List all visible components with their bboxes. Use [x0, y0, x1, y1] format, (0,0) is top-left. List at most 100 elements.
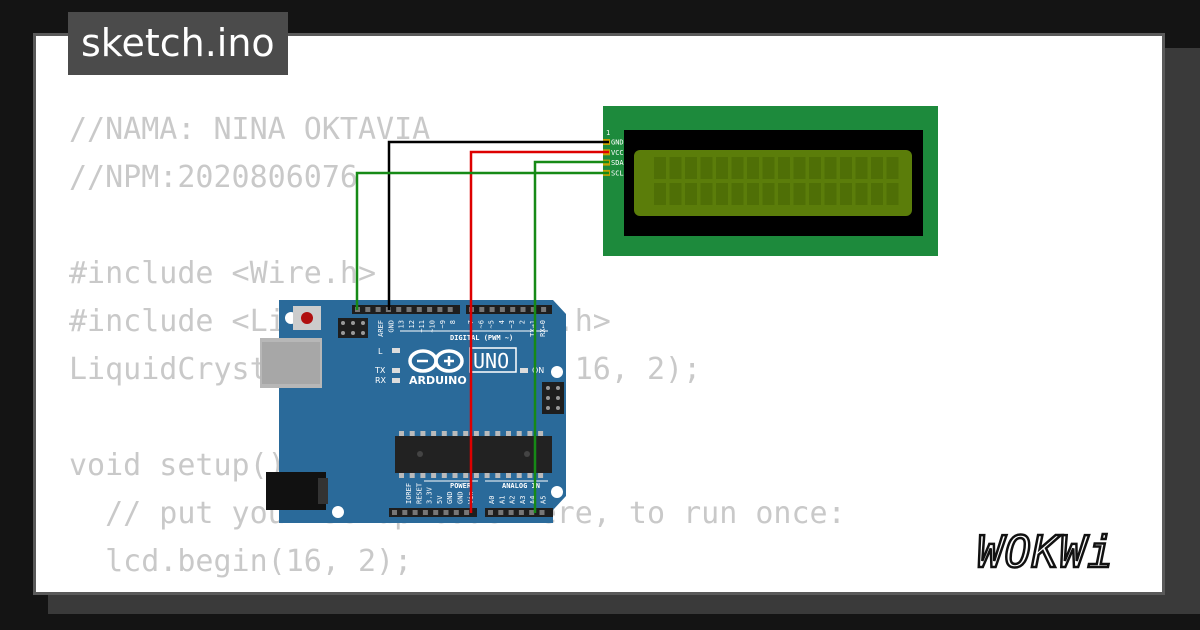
pin-label: GND	[457, 491, 465, 504]
chip-pin	[527, 473, 533, 478]
header-hole[interactable]	[443, 510, 449, 515]
digital-section-label: DIGITAL (PWM ~)	[450, 334, 513, 342]
pin-label: 2	[519, 320, 527, 324]
file-tab[interactable]: sketch.ino	[68, 12, 288, 75]
pin-label: ~10	[429, 320, 437, 333]
header-hole[interactable]	[488, 510, 493, 515]
header-hole[interactable]	[375, 307, 381, 312]
header-hole[interactable]	[530, 307, 536, 312]
chip-pins	[399, 431, 544, 478]
header-hole[interactable]	[464, 510, 470, 515]
chip-pin	[409, 431, 415, 436]
lcd-char-cell	[731, 157, 744, 179]
lcd-char-cell	[871, 183, 883, 205]
lcd-pin-label: SDA	[611, 159, 624, 167]
lcd-char-cell	[700, 183, 713, 205]
pin-label: RX←0	[539, 320, 547, 337]
header-hole[interactable]	[479, 307, 485, 312]
header-hole[interactable]	[520, 307, 526, 312]
chip-notch	[417, 451, 423, 457]
mount-hole	[332, 506, 344, 518]
chip-dot	[524, 451, 530, 457]
header-hole[interactable]	[437, 307, 443, 312]
header-hole[interactable]	[518, 510, 524, 515]
chip-pin	[495, 473, 501, 478]
lcd-char-cells	[654, 157, 899, 205]
chip-pin	[441, 473, 447, 478]
chip-pin	[420, 473, 426, 478]
pin-label: A3	[519, 496, 527, 504]
header-hole[interactable]	[416, 307, 422, 312]
chip-pin	[516, 473, 522, 478]
header-hole[interactable]	[365, 307, 371, 312]
header-hole[interactable]	[422, 510, 428, 515]
reset-button-cap	[301, 312, 313, 324]
header-hole[interactable]	[427, 307, 433, 312]
led-l-label: L	[378, 347, 383, 356]
lcd-char-cell	[654, 183, 666, 205]
lcd-char-cell	[669, 157, 682, 179]
chip-pin	[495, 431, 501, 436]
chip-pin	[431, 473, 437, 478]
chip-pin	[538, 431, 544, 436]
lcd-char-cell	[886, 157, 899, 179]
pin-label: A4	[529, 496, 537, 504]
lcd-char-cell	[731, 183, 744, 205]
preview-card: //NAMA: NINA OKTAVIA//NPM:2020806076#inc…	[33, 33, 1165, 595]
header-hole[interactable]	[529, 510, 535, 515]
pin-label: GND	[387, 320, 395, 333]
pin-label: A1	[498, 496, 506, 504]
header-hole[interactable]	[498, 510, 504, 515]
lcd-char-cell	[871, 157, 883, 179]
header-hole[interactable]	[489, 307, 495, 312]
led-tx-label: TX	[374, 366, 386, 375]
header-hole[interactable]	[453, 510, 459, 515]
mount-hole	[551, 486, 563, 498]
digital-header-right	[466, 305, 552, 314]
led-on-label: ON	[532, 366, 544, 375]
header-hole[interactable]	[447, 307, 453, 312]
lcd-char-cell	[685, 183, 697, 205]
chip-pin	[452, 473, 458, 478]
header-hole[interactable]	[541, 307, 547, 312]
code-line: //NAMA: NINA OKTAVIA	[69, 112, 431, 147]
digital-header-left	[352, 305, 460, 314]
header-hole[interactable]	[499, 307, 505, 312]
header-hole[interactable]	[392, 510, 397, 515]
led-tx	[392, 368, 400, 373]
icsp-header-top	[338, 318, 368, 338]
header-hole[interactable]	[539, 510, 545, 515]
lcd-pin-label: SCL	[611, 169, 624, 177]
lcd-char-cell	[809, 183, 821, 205]
header-hole[interactable]	[508, 510, 514, 515]
lcd-pin-label: VCC	[611, 149, 624, 157]
chip-pin	[399, 473, 404, 478]
chip-pin	[473, 473, 479, 478]
lcd-char-cell	[855, 157, 868, 179]
pin-label: ~3	[508, 320, 516, 328]
wire-gnd	[387, 140, 609, 310]
wire-vcc	[469, 150, 609, 513]
chip-pin	[441, 431, 447, 436]
header-hole[interactable]	[433, 510, 439, 515]
lcd-char-cell	[762, 157, 775, 179]
header-hole[interactable]	[402, 510, 408, 515]
header-hole[interactable]	[510, 307, 516, 312]
lcd-char-cell	[886, 183, 899, 205]
led-on	[520, 368, 528, 373]
pin-label: A0	[488, 496, 496, 504]
lcd-pin-label: GND	[611, 139, 624, 147]
pin-label: AREF	[377, 320, 385, 337]
header-hole[interactable]	[406, 307, 412, 312]
header-hole[interactable]	[412, 510, 418, 515]
code-line: #include <Wire.h>	[69, 256, 377, 291]
chip-pin	[473, 431, 479, 436]
chip-pin	[452, 431, 458, 436]
power-section-label: POWER	[450, 482, 472, 490]
code-line: lcd.begin(16, 2);	[69, 544, 413, 579]
header-hole[interactable]	[396, 307, 402, 312]
